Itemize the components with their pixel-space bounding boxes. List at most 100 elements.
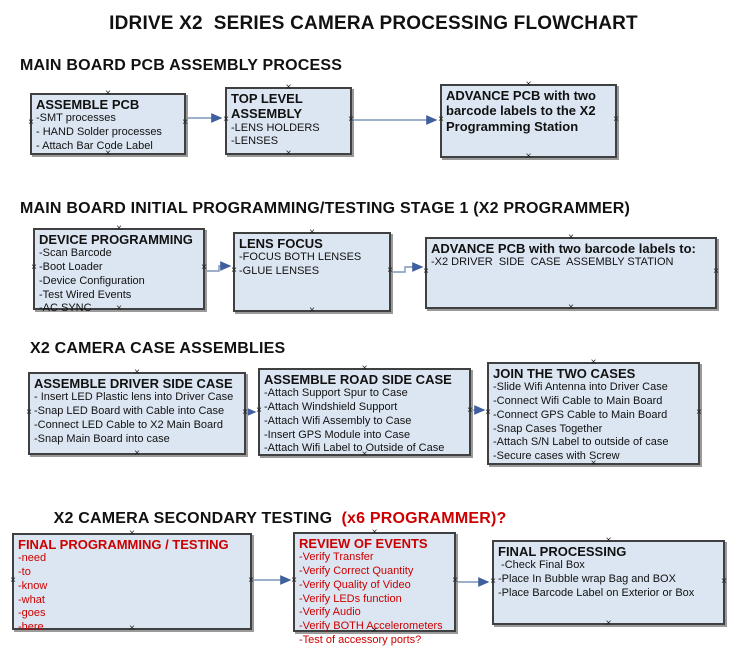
box-final-programming-testing: FINAL PROGRAMMING / TESTING -need-to-kno…	[9, 533, 255, 633]
box-line: -Snap LED Board with Cable into Case	[34, 405, 225, 418]
box-title: REVIEW OF EVENTS	[299, 536, 428, 551]
box-line: -Snap Cases Together	[493, 422, 603, 435]
box-line: -Attach Wifi Assembly to Case	[264, 414, 412, 427]
section-heading-red-part: (x6 PROGRAMMER)?	[341, 510, 507, 527]
box-line: -LENSES	[231, 135, 279, 148]
box-line: -Connect Wifi Cable to Main Board	[493, 395, 663, 408]
section-heading-black-part: X2 CAMERA SECONDARY TESTING	[53, 510, 342, 527]
connection-handle-l-icon	[484, 409, 492, 417]
connection-handle-b-icon	[567, 304, 575, 312]
box-line: -Place Barcode Label on Exterior or Box	[498, 586, 695, 599]
section-heading-secondary-testing: X2 CAMERA SECONDARY TESTING (x6 PROGRAMM…	[35, 492, 507, 546]
connection-handle-l-icon	[290, 577, 298, 585]
box-items: -Attach Support Spur to Case-Attach Wind…	[264, 387, 465, 456]
box-assemble-pcb: ASSEMBLE PCB -SMT processes- HAND Solder…	[30, 93, 186, 155]
box-line: -need	[18, 552, 47, 565]
box-title: ASSEMBLE DRIVER SIDE CASE	[34, 376, 233, 391]
connection-handle-l-icon	[489, 578, 497, 586]
connection-handle-r-icon	[466, 407, 474, 415]
connection-handle-l-icon	[30, 264, 38, 272]
box-line: -Attach Wifi Label to Outside of Case	[264, 442, 445, 455]
box-title: TOP LEVEL ASSEMBLY	[231, 91, 303, 122]
box-line: -Attach Support Spur to Case	[264, 387, 408, 400]
box-items: -X2 DRIVER SIDE CASE ASSEMBLY STATION	[431, 256, 711, 270]
connection-handle-b-icon	[525, 153, 533, 161]
box-title: ASSEMBLE ROAD SIDE CASE	[264, 372, 452, 387]
box-line: -what	[18, 593, 45, 606]
box-line: -SMT processes	[36, 112, 116, 125]
box-items: -SMT processes- HAND Solder processes- A…	[36, 112, 180, 153]
section-heading-case-assemblies: X2 CAMERA CASE ASSEMBLIES	[30, 340, 286, 357]
connection-handle-l-icon	[9, 577, 17, 585]
box-line: -Place In Bubble wrap Bag and BOX	[498, 573, 676, 586]
box-line: -Test Wired Events	[39, 288, 132, 301]
connection-handle-l-icon	[255, 407, 263, 415]
box-line: -Verify Audio	[299, 606, 361, 619]
box-line: -goes	[18, 607, 46, 620]
arrow-s2-2to3	[392, 262, 424, 273]
box-top-level-assembly: TOP LEVEL ASSEMBLY -LENS HOLDERS-LENSES	[225, 87, 352, 155]
box-line: -Secure cases with Screw	[493, 450, 620, 463]
box-title: ASSEMBLE PCB	[36, 97, 140, 112]
box-assemble-driver-side-case: ASSEMBLE DRIVER SIDE CASE - Insert LED P…	[28, 372, 246, 455]
box-advance-pcb-driver-side-station: ADVANCE PCB with two barcode labels to: …	[425, 237, 717, 309]
connection-handle-r-icon	[712, 268, 720, 276]
box-line: -Verify BOTH Accelerometers	[299, 620, 443, 633]
box-line: -AC SYNC	[39, 302, 92, 315]
box-line: -Verify Quality of Video	[299, 578, 411, 591]
box-line: -Device Configuration	[39, 274, 145, 287]
box-line: - Insert LED Plastic lens into Driver Ca…	[34, 391, 234, 404]
box-items: - Insert LED Plastic lens into Driver Ca…	[34, 391, 240, 446]
box-line: -know	[18, 579, 48, 592]
flowchart-title: IDRIVE X2 SERIES CAMERA PROCESSING FLOWC…	[109, 13, 638, 34]
connection-handle-r-icon	[241, 409, 249, 417]
box-items: -Scan Barcode-Boot Loader-Device Configu…	[39, 247, 199, 316]
connection-handle-l-icon	[422, 268, 430, 276]
connection-handle-l-icon	[230, 267, 238, 275]
connection-handle-r-icon	[695, 409, 703, 417]
box-line: -Check Final Box	[498, 559, 585, 572]
box-items: -Verify Transfer-Verify Correct Quantity…	[299, 551, 450, 647]
box-title: ADVANCE PCB with two barcode labels to t…	[446, 88, 596, 134]
connection-handle-l-icon	[222, 116, 230, 124]
connection-handle-r-icon	[200, 264, 208, 272]
connection-handle-r-icon	[247, 577, 255, 585]
box-line: - HAND Solder processes	[36, 126, 162, 139]
connection-handle-r-icon	[181, 119, 189, 127]
box-title: FINAL PROGRAMMING / TESTING	[18, 537, 229, 552]
box-line: -Scan Barcode	[39, 247, 112, 260]
box-final-processing: FINAL PROCESSING -Check Final Box-Place …	[492, 540, 725, 625]
connection-handle-r-icon	[720, 578, 728, 586]
connection-handle-b-icon	[308, 307, 316, 315]
box-line: -Connect LED Cable to X2 Main Board	[34, 418, 223, 431]
box-assemble-road-side-case: ASSEMBLE ROAD SIDE CASE -Attach Support …	[258, 368, 471, 456]
box-line: -Verify Correct Quantity	[299, 565, 414, 578]
box-lens-focus: LENS FOCUS -FOCUS BOTH LENSES-GLUE LENSE…	[233, 232, 391, 312]
box-device-programming: DEVICE PROGRAMMING -Scan Barcode-Boot Lo…	[30, 228, 208, 314]
box-line: -Boot Loader	[39, 261, 103, 274]
connection-handle-b-icon	[605, 620, 613, 628]
box-items: -Slide Wifi Antenna into Driver Case-Con…	[493, 381, 694, 464]
box-line: -GLUE LENSES	[239, 265, 320, 278]
box-title: ADVANCE PCB with two barcode labels to:	[431, 241, 696, 256]
connection-handle-b-icon	[133, 450, 141, 458]
box-advance-pcb-programming-station: ADVANCE PCB with two barcode labels to t…	[440, 84, 617, 158]
box-line: -to	[18, 566, 31, 579]
box-title: JOIN THE TWO CASES	[493, 366, 636, 381]
arrow-s2-1to2	[206, 261, 232, 272]
box-title: FINAL PROCESSING	[498, 544, 627, 559]
box-line: -Slide Wifi Antenna into Driver Case	[493, 381, 668, 394]
box-line: -Attach Windshield Support	[264, 401, 398, 414]
connection-handle-l-icon	[25, 409, 33, 417]
box-line: -Attach S/N Label to outside of case	[493, 436, 669, 449]
box-review-of-events: REVIEW OF EVENTS -Verify Transfer-Verify…	[290, 532, 459, 646]
box-title: DEVICE PROGRAMMING	[39, 232, 193, 247]
box-line: -Insert GPS Module into Case	[264, 428, 411, 441]
box-line: - Attach Bar Code Label	[36, 139, 153, 152]
box-items: -FOCUS BOTH LENSES-GLUE LENSES	[239, 251, 385, 279]
box-line: -here	[18, 621, 44, 634]
box-line: -Connect GPS Cable to Main Board	[493, 408, 668, 421]
connection-handle-r-icon	[451, 577, 459, 585]
connection-handle-r-icon	[612, 116, 620, 124]
